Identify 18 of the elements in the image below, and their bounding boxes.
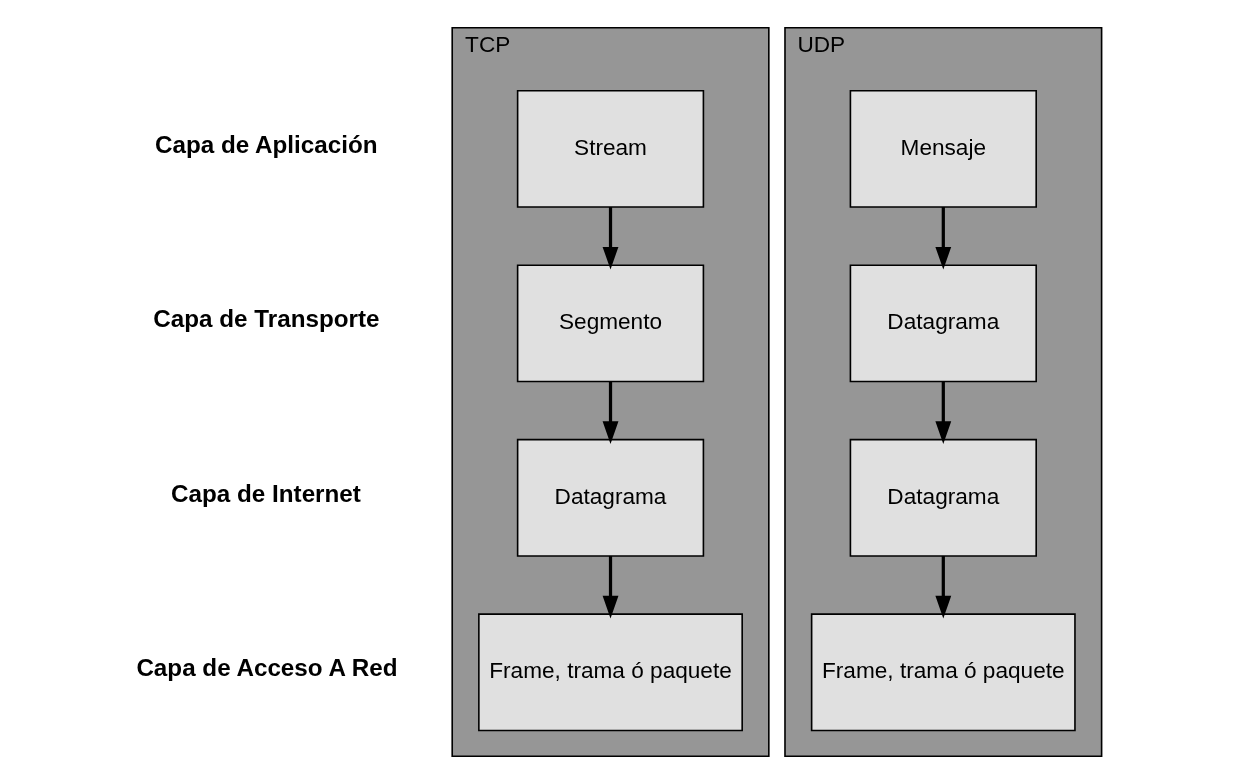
arrow xyxy=(602,207,618,270)
label: Capa de Transporte xyxy=(152,305,379,333)
arrow xyxy=(602,381,618,444)
node-box: Segmento xyxy=(516,264,704,383)
arrow xyxy=(602,555,618,619)
arrow xyxy=(934,381,951,444)
node-box: Datagrama xyxy=(516,438,704,557)
label: Capa de Internet xyxy=(170,479,361,507)
label: Capa de Aplicación xyxy=(154,130,377,158)
arrow xyxy=(934,207,951,270)
node-box: Datagrama xyxy=(849,438,1037,557)
node-box: Stream xyxy=(516,89,704,208)
node-box: Frame, trama ó paquete xyxy=(477,613,743,732)
arrow xyxy=(934,555,951,619)
node-box: Mensaje xyxy=(849,89,1037,208)
label: Capa de Acceso A Red xyxy=(135,654,397,682)
node-box: Frame, trama ó paquete xyxy=(810,613,1076,732)
node-box: Datagrama xyxy=(849,264,1037,383)
